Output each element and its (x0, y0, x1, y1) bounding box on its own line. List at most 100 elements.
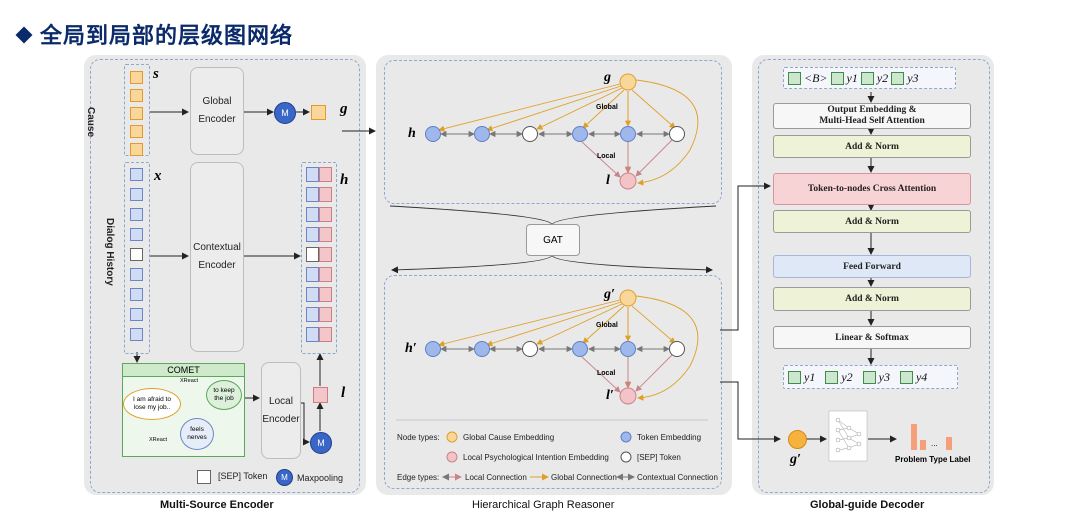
h-token-group (301, 162, 337, 354)
top-graph (425, 73, 699, 190)
input-token: <B> (804, 70, 828, 85)
decoder-layer-label: Add & Norm (845, 141, 899, 152)
top-h-node-4 (620, 126, 636, 142)
maxpool-symbol: M (317, 438, 325, 448)
x-symbol: x (154, 168, 162, 184)
maxpool-symbol: M (281, 108, 289, 118)
decoder-output-tokens: y1 y2 y3 y4 (783, 365, 958, 389)
h-row (306, 327, 332, 342)
bottom-l-label: l′ (606, 388, 614, 403)
comet-title: COMET (167, 365, 200, 375)
h-row (306, 307, 332, 322)
legend-symbols (442, 431, 635, 481)
local-encoder: Local Encoder (261, 362, 301, 459)
h-row (306, 187, 332, 202)
history-token (130, 308, 143, 321)
cause-tokens (130, 71, 143, 156)
input-token: y3 (907, 70, 919, 85)
cause-token (130, 89, 143, 102)
h-row (306, 267, 332, 282)
top-sep-node-2 (669, 126, 685, 142)
bottom-h-node-2 (474, 341, 490, 357)
history-token (130, 228, 143, 241)
comet-rel-1: XReact (180, 378, 199, 384)
bottom-g-node (619, 289, 637, 307)
page-title: 全局到局部的层级图网络 (15, 18, 293, 50)
decoder-linear-softmax-layer: Linear & Softmax (773, 326, 971, 349)
decoder-add-norm-3: Add & Norm (773, 287, 971, 311)
h-tokens (306, 167, 332, 342)
output-token-cell (862, 370, 876, 384)
g-symbol: g (340, 101, 348, 117)
output-token: y1 (804, 369, 816, 384)
gat-brace (389, 205, 717, 274)
global-encoder-label: Global Encoder (198, 96, 236, 125)
contextual-encoder: Contextual Encoder (190, 162, 244, 352)
history-token-group (124, 162, 150, 354)
top-local-label: Local (597, 153, 616, 160)
sep-legend-label: [SEP] Token (218, 471, 268, 481)
bottom-g-label: g′ (604, 287, 615, 302)
history-tokens (130, 168, 143, 341)
bottom-local-label: Local (597, 370, 616, 377)
decoder-output-embedding-layer: Output Embedding & Multi-Head Self Atten… (773, 103, 971, 129)
decoder-connectors (720, 92, 897, 443)
history-token (130, 188, 143, 201)
top-l-label: l (606, 173, 610, 188)
bottom-graph (425, 289, 699, 405)
problem-type-bars (911, 424, 952, 450)
history-token (130, 288, 143, 301)
gat-label: GAT (543, 234, 563, 246)
cause-token (130, 71, 143, 84)
global-encoder: Global Encoder (190, 67, 244, 155)
comet-title-bar: COMET (122, 363, 245, 377)
bottom-sep-node-1 (522, 341, 538, 357)
l-symbol: l (341, 385, 346, 401)
contextual-encoder-label: Contextual Encoder (193, 242, 241, 271)
output-token: y3 (878, 369, 890, 384)
legend-token: Token Embedding (637, 433, 702, 442)
bottom-h-label: h′ (405, 341, 417, 356)
decoder-caption: Global-guide Decoder (810, 499, 925, 511)
maxpool-g: M (274, 102, 296, 124)
cause-label: Cause (85, 107, 96, 138)
encoder-arrows (133, 108, 376, 446)
h-symbol: h (340, 172, 349, 188)
input-token-cell (891, 71, 905, 85)
input-token: y2 (876, 70, 889, 85)
local-encoder-label: Local Encoder (262, 395, 300, 425)
input-token-cell (830, 71, 844, 85)
maxpool-symbol: M (281, 473, 288, 482)
history-token (130, 168, 143, 181)
decoder-feed-forward-layer: Feed Forward (773, 255, 971, 278)
s-symbol: s (153, 66, 159, 82)
bottom-h-node-4 (620, 341, 636, 357)
bottom-h-node-3 (572, 341, 588, 357)
h-row (306, 167, 332, 182)
g-prime-node (788, 430, 807, 449)
comet-node-intent: to keep the job (206, 380, 242, 410)
comet-rel-2: XReact (149, 437, 168, 443)
output-token-cell (788, 370, 801, 384)
bars-ellipsis: ... (931, 439, 938, 448)
top-sep-node-1 (522, 126, 538, 142)
input-token: y1 (846, 70, 858, 85)
top-global-label: Global (596, 104, 618, 111)
comet-node-premise: I am afraid to lose my job.. (123, 388, 181, 420)
reasoner-caption: Hierarchical Graph Reasoner (472, 499, 615, 511)
decoder-cross-attention-layer: Token-to-nodes Cross Attention (773, 173, 971, 205)
cause-token (130, 143, 143, 156)
bottom-l-node (619, 387, 637, 405)
history-token (130, 328, 143, 341)
decoder-layer-label: Add & Norm (845, 294, 899, 304)
output-token-cell (899, 370, 913, 384)
output-token-cell (825, 370, 839, 384)
decoder-add-norm-1: Add & Norm (773, 135, 971, 158)
h-row (306, 247, 332, 262)
sep-token (130, 248, 143, 261)
bottom-global-label: Global (596, 322, 618, 329)
top-h-node-1 (425, 126, 441, 142)
legend-context-conn: Contextual Connection (637, 473, 718, 482)
decoder-add-norm-2: Add & Norm (773, 210, 971, 233)
